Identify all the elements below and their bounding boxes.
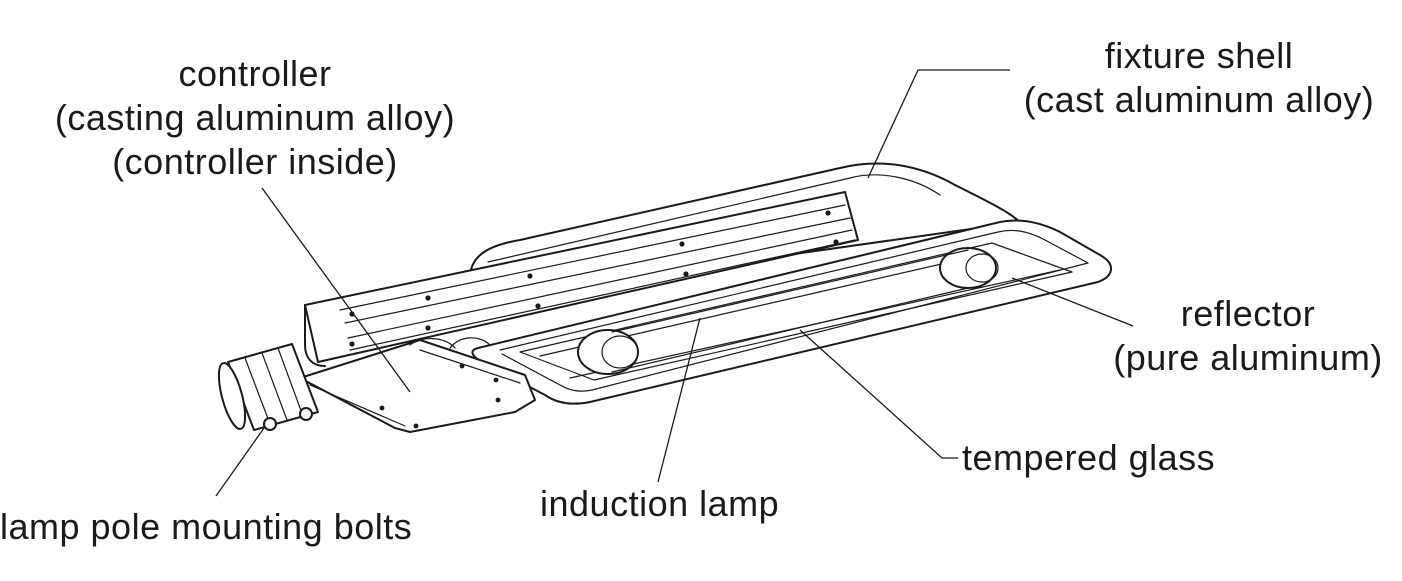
controller-label: controller (casting aluminum alloy) (con… (20, 52, 490, 184)
body-rails (304, 191, 859, 367)
fixture-shell-label-line2: (cast aluminum alloy) (1023, 79, 1375, 120)
controller-label-line2: (casting aluminum alloy) (54, 97, 456, 138)
reflector-label: reflector (pure aluminum) (1098, 292, 1398, 380)
tempered-glass-label: tempered glass (962, 437, 1216, 478)
reflector-label-line1: reflector (1180, 293, 1316, 334)
induction-lamp-tube (577, 247, 999, 375)
fixture-shell-label: fixture shell (cast aluminum alloy) (1000, 34, 1398, 122)
fixture-shell-label-line1: fixture shell (1104, 35, 1294, 76)
controller-label-line1: controller (178, 53, 332, 94)
rail-screws (349, 210, 839, 347)
leader-lines (215, 69, 1134, 497)
controller-label-line3: (controller inside) (112, 141, 398, 182)
reflector-label-line2: (pure aluminum) (1113, 337, 1383, 378)
mounting-bolts-label: lamp pole mounting bolts (0, 506, 413, 547)
pole-mount (217, 343, 319, 431)
controller-box (299, 337, 536, 433)
induction-lamp-label: induction lamp (540, 483, 780, 524)
